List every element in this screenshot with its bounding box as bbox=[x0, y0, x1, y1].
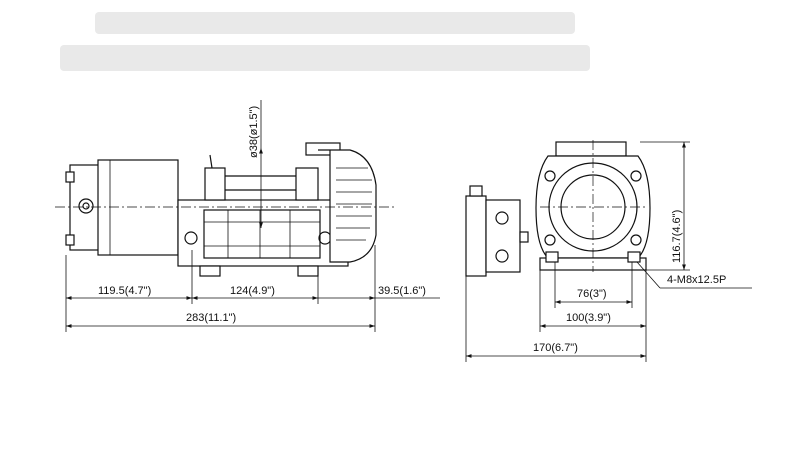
faint-background-band bbox=[60, 12, 590, 71]
bolt-leader bbox=[636, 261, 752, 289]
height-label: 116.7(4.6") bbox=[671, 210, 683, 263]
end-view: 116.7(4.6") 4-M8x12.5P 76(3") 100(3.9") … bbox=[465, 140, 752, 362]
drum-assembly bbox=[177, 154, 349, 277]
gearbox bbox=[305, 142, 377, 263]
side-view: ø38(ø1.5") 119.5(4.7") 124(4.9") 39.5(1.… bbox=[55, 100, 440, 332]
bolt-spacing-inner-label: 76(3") bbox=[577, 288, 607, 300]
gearbox-length-label: 39.5(1.6") bbox=[378, 285, 426, 297]
motor bbox=[65, 159, 179, 256]
overall-length-label: 283(11.1") bbox=[186, 312, 236, 324]
drum-diameter-label: ø38(ø1.5") bbox=[248, 106, 260, 158]
bolt-spec-label: 4-M8x12.5P bbox=[667, 274, 726, 286]
drum-length-label: 124(4.9") bbox=[230, 285, 275, 297]
height-dimension bbox=[640, 141, 690, 271]
overall-width-label: 170(6.7") bbox=[533, 342, 578, 354]
side-extension-lines bbox=[65, 245, 376, 332]
bolt-spacing-outer-label: 100(3.9") bbox=[566, 312, 611, 324]
side-box bbox=[465, 185, 529, 277]
motor-length-label: 119.5(4.7") bbox=[98, 285, 151, 297]
